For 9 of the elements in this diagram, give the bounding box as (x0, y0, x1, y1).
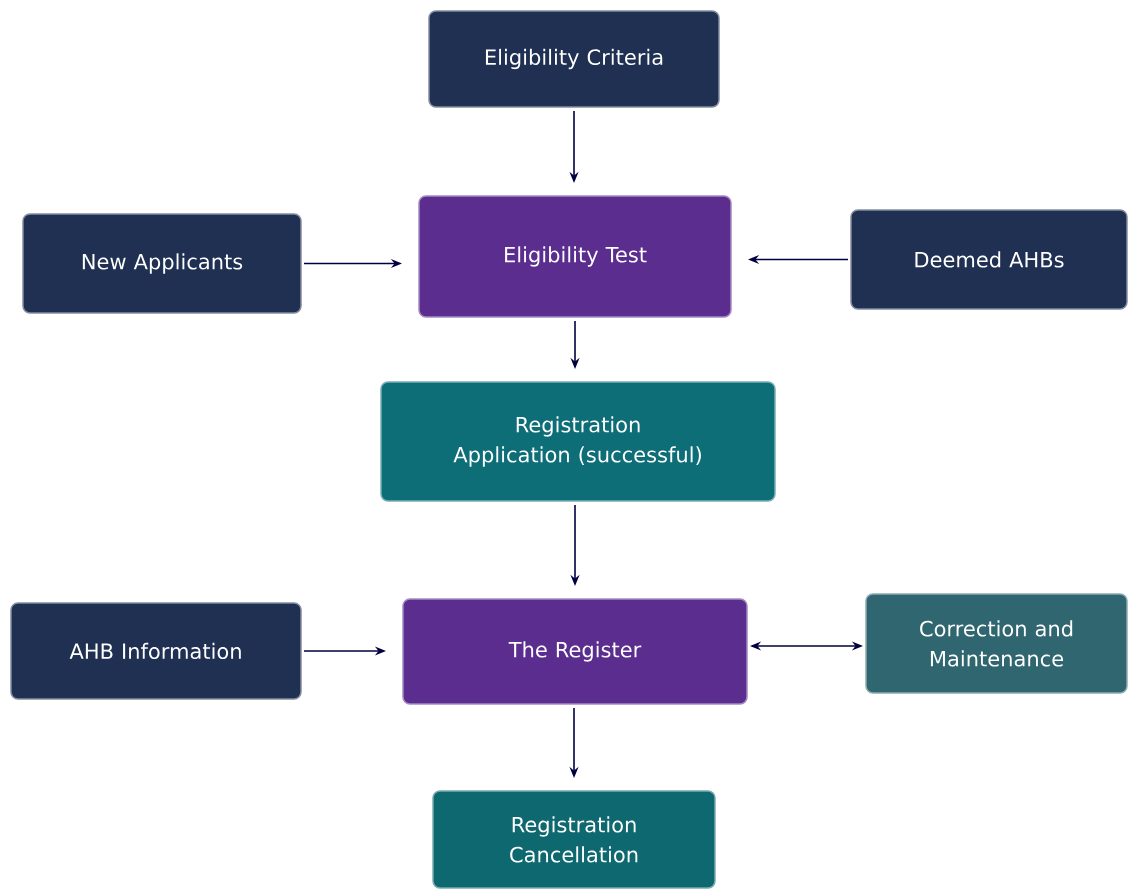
process-box: Correction and Maintenance (865, 593, 1128, 694)
process-box: New Applicants (22, 213, 302, 314)
process-box: Registration Cancellation (432, 790, 716, 889)
process-box: AHB Information (10, 602, 302, 700)
process-box: Registration Application (successful) (380, 381, 776, 502)
process-box: Eligibility Test (418, 195, 732, 318)
process-box: Deemed AHBs (850, 209, 1128, 310)
process-box: Eligibility Criteria (428, 10, 720, 108)
process-box: The Register (402, 598, 748, 705)
